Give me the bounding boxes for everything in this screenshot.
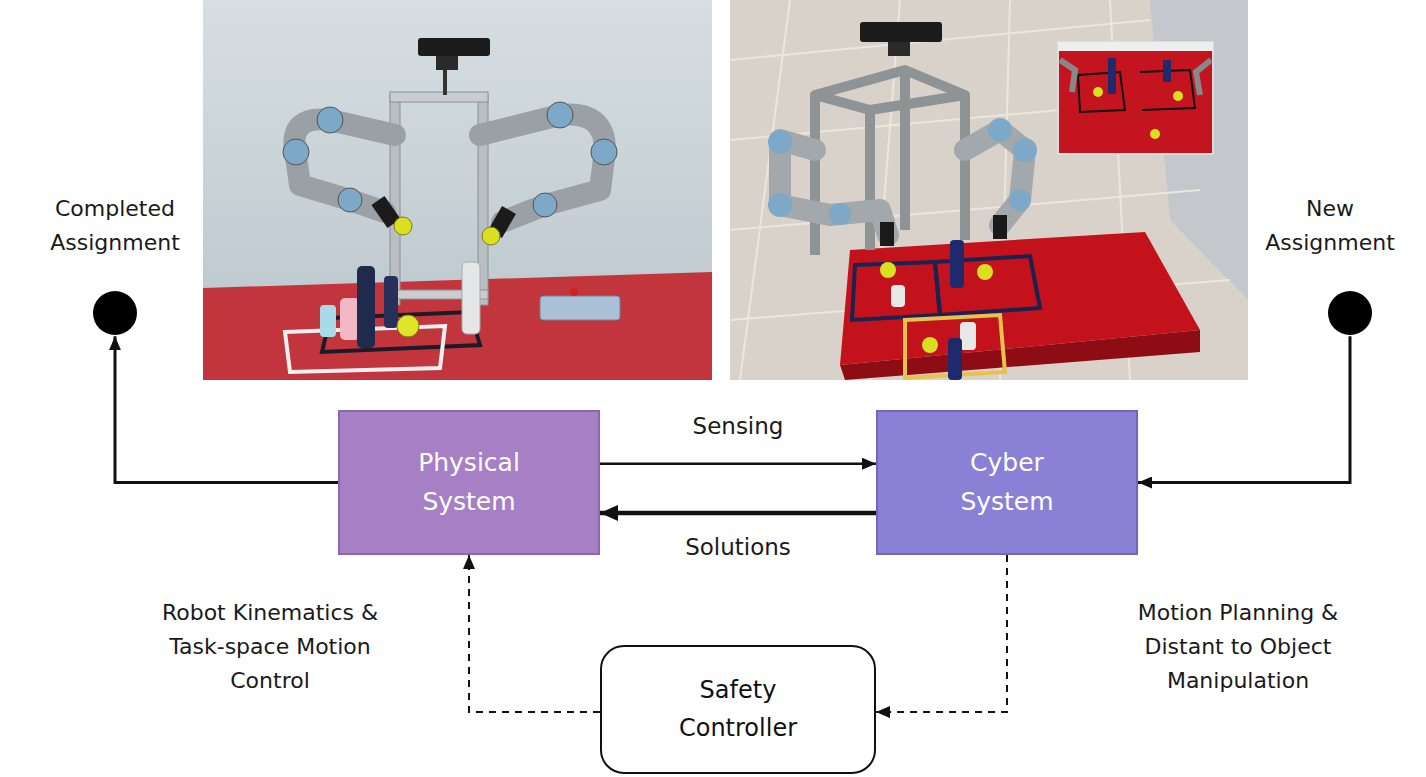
terminal-label: Completed Assignment xyxy=(30,192,200,260)
dashed-connector xyxy=(469,555,600,712)
robot-arm xyxy=(780,140,888,235)
robot-arm xyxy=(294,119,395,212)
terminal-dot xyxy=(1328,291,1372,335)
annotation: Motion Planning & Distant to Object Mani… xyxy=(1108,596,1368,698)
arrow-connector xyxy=(600,511,876,516)
bottle xyxy=(891,285,905,307)
gripper xyxy=(880,222,894,246)
dashed-connector xyxy=(876,555,1007,712)
ball xyxy=(922,337,938,353)
camera xyxy=(860,22,942,42)
bottle xyxy=(960,322,976,350)
controller-box xyxy=(540,296,620,320)
arrow-connector xyxy=(1138,336,1350,482)
simulation-screenshot xyxy=(730,0,1248,380)
box-title: Cyber System xyxy=(927,444,1087,522)
arm-joint xyxy=(591,139,617,165)
start-terminal: New Assignment xyxy=(1240,192,1420,336)
inset-titlebar xyxy=(1058,42,1213,51)
arm-joint xyxy=(768,193,792,217)
floor-tiles xyxy=(730,0,1230,380)
ball xyxy=(394,217,412,235)
photo-background xyxy=(203,0,712,380)
process-box: Cyber System xyxy=(876,410,1138,555)
arrow-connector xyxy=(115,336,338,482)
end-terminal: Completed Assignment xyxy=(20,192,210,336)
edge-label: Solutions xyxy=(685,534,791,560)
arm-joint xyxy=(283,139,309,165)
arm-joint xyxy=(338,188,362,212)
ball xyxy=(977,264,993,280)
terminal-label: New Assignment xyxy=(1250,192,1410,260)
robot-arm xyxy=(480,114,605,222)
bottle xyxy=(950,240,964,288)
ball xyxy=(482,227,500,245)
edge-label: Sensing xyxy=(693,413,784,439)
frame-bar xyxy=(390,92,488,102)
controller-box: Safety Controller xyxy=(600,645,876,774)
bottle xyxy=(320,305,336,337)
target-area xyxy=(852,262,940,320)
box-title: Physical System xyxy=(389,444,549,522)
bottle xyxy=(384,276,398,328)
bottle xyxy=(462,262,480,334)
arm-joint xyxy=(547,102,573,128)
camera xyxy=(436,56,458,70)
camera xyxy=(888,42,910,56)
process-box: Physical System xyxy=(338,410,600,555)
robot-photo xyxy=(203,0,712,380)
arm-joint xyxy=(533,193,557,217)
arrow-connector xyxy=(600,462,876,465)
arm-joint xyxy=(988,118,1012,142)
terminal-circle xyxy=(92,290,138,336)
arm-joint xyxy=(1009,189,1031,211)
annotation: Robot Kinematics & Task-space Motion Con… xyxy=(140,596,400,698)
camera-inset xyxy=(1058,42,1213,154)
table xyxy=(840,330,1200,380)
frame xyxy=(815,70,965,255)
box-title: Safety Controller xyxy=(653,672,823,746)
bottle xyxy=(357,266,375,348)
terminal-dot xyxy=(93,291,137,335)
arm-joint xyxy=(1013,138,1037,162)
table xyxy=(203,272,712,380)
bottle xyxy=(948,338,962,380)
ball xyxy=(880,262,896,278)
arm-joint xyxy=(829,203,851,225)
inset-content xyxy=(1060,58,1211,139)
ball xyxy=(397,315,419,337)
arm-joint xyxy=(768,130,792,154)
stop-button xyxy=(570,288,578,296)
arm-joint xyxy=(317,107,343,133)
terminal-circle xyxy=(1327,290,1373,336)
camera xyxy=(418,38,490,56)
gripper xyxy=(993,215,1007,239)
photo-background xyxy=(730,0,1248,380)
